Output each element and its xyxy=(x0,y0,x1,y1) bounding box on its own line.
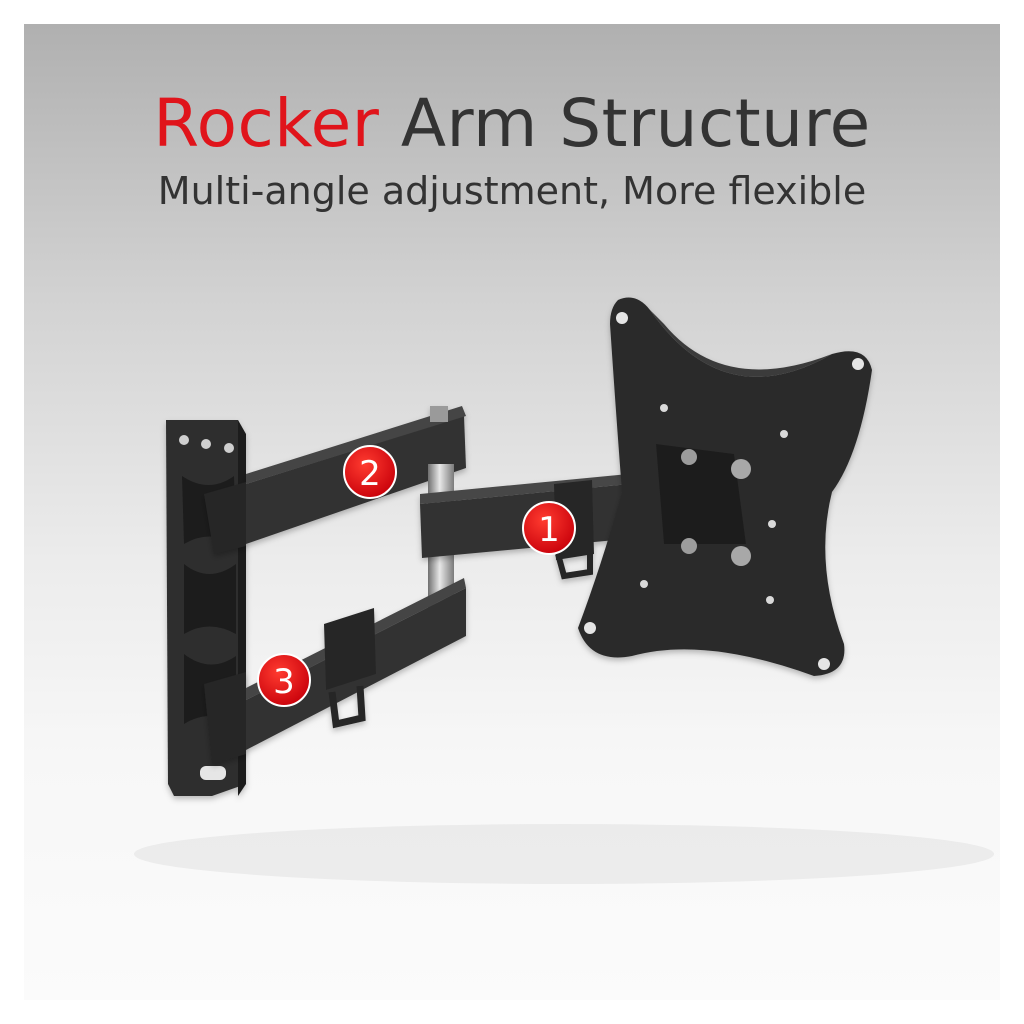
product-banner: Rocker Arm Structure Multi-angle adjustm… xyxy=(24,24,1000,1000)
badge-1-label: 1 xyxy=(538,510,560,550)
badge-1: 1 xyxy=(522,501,576,555)
badge-2-label: 2 xyxy=(359,454,381,494)
lower-arm xyxy=(204,578,466,764)
badge-2: 2 xyxy=(343,445,397,499)
page-title: Rocker Arm Structure xyxy=(24,86,1000,162)
floor-shadow xyxy=(134,824,994,884)
tv-wall-mount-image: 1 2 3 xyxy=(134,297,994,884)
badge-3: 3 xyxy=(257,653,311,707)
page-subtitle: Multi-angle adjustment, More flexible xyxy=(157,169,867,213)
title-rest: Arm Structure xyxy=(400,85,871,162)
title-accent: Rocker xyxy=(153,85,380,162)
vesa-plate xyxy=(578,297,872,676)
badge-3-label: 3 xyxy=(273,662,295,702)
